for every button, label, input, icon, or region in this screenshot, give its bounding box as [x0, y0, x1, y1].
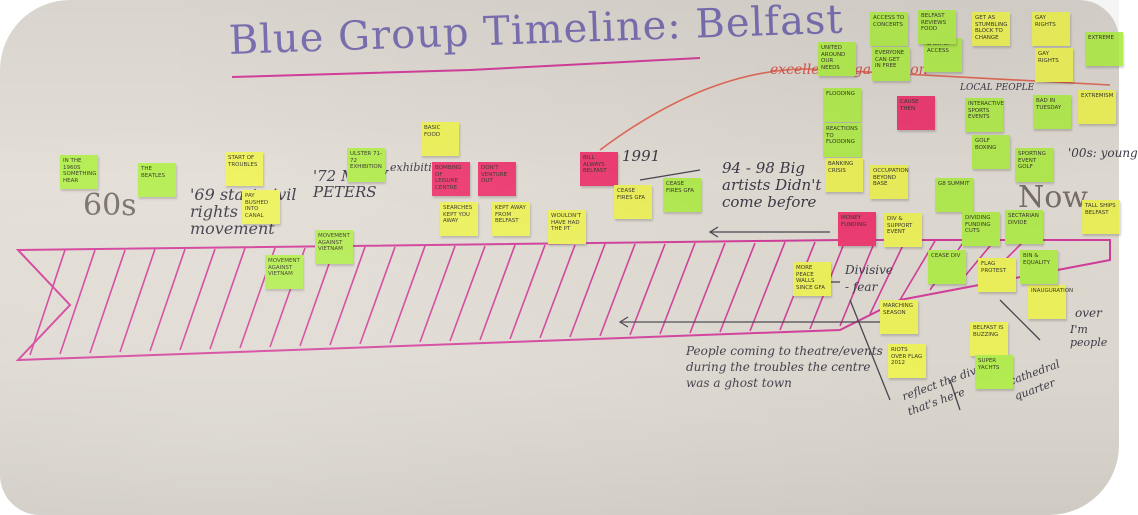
sticky-note: Cease fires GFA — [614, 185, 652, 219]
sticky-note: Basic food — [421, 122, 459, 156]
sticky-note: G8 Summit — [935, 178, 973, 212]
sticky-note: Occupation Beyond Base — [870, 165, 909, 199]
sticky-note: Bombing of Leisure centre — [432, 162, 470, 196]
sticky-note: The Beatles — [138, 163, 176, 197]
sticky-note: Movement against Vietnam — [265, 255, 303, 289]
sticky-note: Bin & Equality — [1020, 250, 1058, 284]
sticky-note: Cease div — [928, 250, 966, 284]
sticky-note: Searches kept you away — [440, 202, 478, 236]
sticky-note: Everyone can get in free — [872, 47, 910, 81]
decade-label-now: Now — [1018, 180, 1088, 215]
sticky-note: Dividing Funding cuts — [962, 212, 1000, 246]
sticky-note: Get as stumbling block to change — [972, 12, 1010, 46]
label-big-artists: 94 - 98 Big artists Didn't come before — [722, 159, 822, 211]
sticky-note: Ulster 71-72 exhibition — [347, 148, 385, 182]
label-1991: 1991 — [622, 147, 661, 165]
sticky-note: Bad in Tuesday — [1033, 95, 1071, 129]
label-young: '00s: young — [1068, 146, 1138, 160]
sticky-note: Cause then — [897, 96, 935, 130]
sticky-note: Banking crisis — [825, 158, 863, 192]
sticky-note: Bill Always Belfast — [580, 152, 618, 186]
sticky-note: Kept away from Belfast — [492, 202, 530, 236]
sticky-note: Belfast Reviews Food — [918, 10, 956, 44]
sticky-note: Riots over flag 2012 — [888, 344, 926, 378]
sticky-note: Flag protest — [978, 258, 1016, 292]
sticky-note: Interactive sports events — [965, 98, 1004, 132]
label-local-people: LOCAL PEOPLE — [960, 83, 1035, 93]
sticky-note: Sectarian divide — [1005, 210, 1043, 244]
sticky-note: Marching season — [880, 300, 918, 334]
sticky-note: More Peace walls since GFA — [793, 262, 831, 296]
label-people-coming: People coming to theatre/events during t… — [686, 344, 883, 390]
sticky-note: Money funding — [838, 212, 876, 246]
label-divisive: Divisive - fear — [845, 263, 893, 294]
sticky-note: Sporting event Golf — [1015, 148, 1053, 182]
sticky-note: Gay rights — [1035, 48, 1073, 82]
sticky-note: in the 1960s something hear — [60, 155, 98, 189]
sticky-note: Don't venture out — [478, 162, 516, 196]
sticky-note: Golf Boxing — [972, 135, 1010, 169]
label-exhibition: exhibition — [390, 161, 446, 174]
sticky-note: Tall Ships Belfast — [1082, 200, 1120, 234]
sticky-note: Cease fires GFA — [663, 178, 701, 212]
sticky-note: Movement against Vietnam — [315, 230, 353, 264]
sticky-note: United around our needs — [818, 42, 856, 76]
sticky-note: Reactions to flooding — [823, 123, 861, 157]
sticky-note: Gay rights — [1032, 12, 1070, 46]
sticky-note: start of troubles — [225, 152, 263, 186]
sticky-note: Pay bushed into canal — [242, 190, 280, 224]
sticky-note: Extremism — [1078, 90, 1116, 124]
decade-label-60s: 60s — [83, 188, 137, 223]
sticky-note: Extreme — [1085, 32, 1123, 66]
sticky-note: Belfast is Buzzing — [970, 322, 1008, 356]
label-over: over — [1075, 306, 1102, 320]
sticky-note: Div & Support Event — [884, 213, 922, 247]
sticky-note: Flooding — [823, 88, 861, 122]
sticky-note: Wouldn't have had the PT — [548, 210, 586, 244]
sticky-note: Access to concerts — [870, 12, 908, 46]
sticky-note: Super Yachts — [975, 355, 1013, 389]
label-im-people: I'm people — [1070, 323, 1108, 349]
sticky-note: Inauguration — [1028, 285, 1073, 319]
